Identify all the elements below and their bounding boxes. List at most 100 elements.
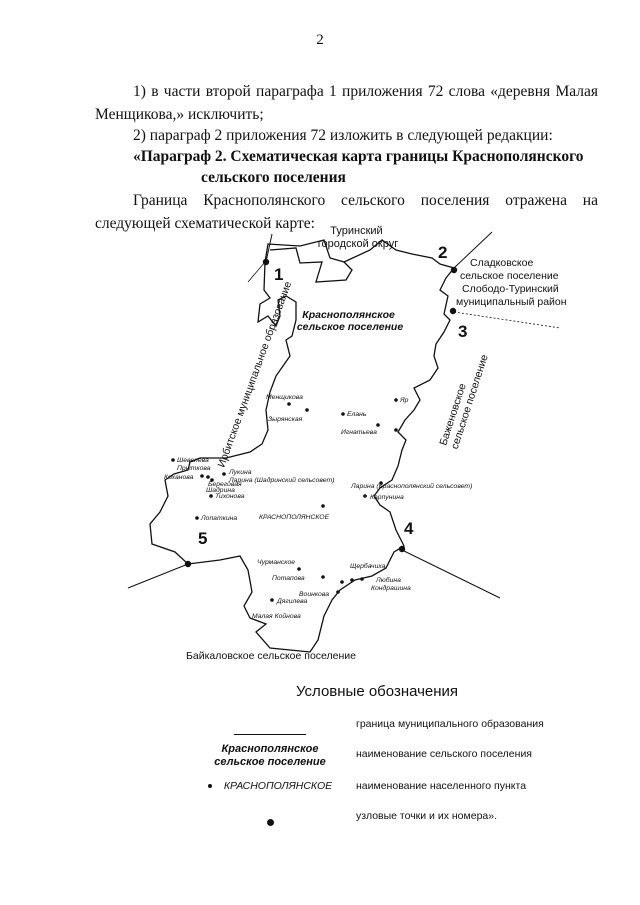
node-dot-4 [398, 545, 406, 553]
node-number-1: 1 [274, 265, 283, 284]
locality-dot [287, 402, 291, 406]
locality-lyubina: Любина [375, 576, 401, 584]
neighbor-turinsky-line2: городской округ [318, 238, 399, 250]
legend-title: Условные обозначения [296, 683, 459, 700]
legend-boundary-desc: граница муниципального образования [356, 718, 544, 730]
locality-dot [200, 474, 204, 478]
node-number-3: 3 [458, 322, 467, 341]
locality-dot [206, 475, 210, 479]
locality-zyryanskaya: Зырянская [268, 416, 303, 423]
neighbor-bazhenovskoe: Баженовское сельское поселение [437, 349, 490, 450]
locality-lukina: Лукина [228, 469, 252, 476]
settlement-name-line1: Краснополянское [302, 309, 395, 321]
node-number-4: 4 [404, 519, 414, 538]
legend-settlement-symbol-line2: сельское поселение [214, 756, 326, 768]
neighbor-turinsky: Туринский городской округ [318, 225, 399, 250]
locality-dot [340, 580, 344, 584]
legend-row-boundary: граница муниципального образования [0, 716, 640, 750]
legend-settlement-desc: наименование сельского поселения [356, 748, 532, 760]
locality-dot [360, 577, 364, 581]
locality-krasnopolyanskoe: КРАСНОПОЛЯНСКОЕ [259, 514, 330, 521]
node-dot-icon [266, 819, 274, 826]
locality-dot [305, 408, 309, 412]
legend-settlement-symbol-line1: Краснополянское [221, 743, 319, 755]
node-dot-1 [262, 258, 270, 266]
locality-elan: Елань [347, 411, 367, 418]
locality-prytkova: Прыткова [177, 465, 211, 472]
neighbor-sladkovskoe-line4: муниципальный район [456, 296, 567, 308]
locality-shcherbachikha: Щербачиха [350, 562, 386, 570]
locality-dot [270, 598, 274, 602]
locality-menshchikova: Менщикова [266, 394, 303, 401]
legend-node-symbol [195, 813, 345, 831]
node-points [184, 258, 458, 568]
locality-dot [350, 578, 354, 582]
neighbor-labels: Туринский городской округ Сладковское се… [186, 225, 567, 662]
locality-malaya-koinova: Малая Койнова [252, 612, 301, 620]
legend-locality-symbol: КРАСНОПОЛЯНСКОЕ [195, 780, 345, 792]
legend-locality-desc: наименование населенного пункта [356, 780, 527, 792]
page-number: 2 [316, 32, 324, 48]
locality-dot [341, 412, 345, 416]
locality-dot [209, 494, 213, 498]
locality-larina-krasnopolyansky: Ларина (Краснополянский сельсовет) [350, 482, 472, 490]
settlement-name: Краснополянское сельское поселение [297, 309, 404, 333]
settlement-name-line2: сельское поселение [297, 321, 404, 333]
paragraph-3: Граница Краснополянского сельского посел… [95, 192, 598, 232]
boundary-line-southeast [401, 549, 501, 599]
legend-settlement-symbol: Краснополянское сельское поселение [195, 743, 345, 769]
locality-dot [394, 398, 398, 402]
neighbor-sladkovskoe-line1: Сладковское [470, 257, 533, 269]
locality-dot [321, 504, 325, 508]
locality-dot [297, 567, 301, 571]
locality-dot [171, 458, 175, 462]
locality-kondrashina: Кондрашина [371, 584, 411, 592]
neighbor-baykalovskoe: Байкаловское сельское поселение [186, 650, 356, 662]
locality-dot [321, 575, 325, 579]
legend-node-desc: узловые точки и их номера». [356, 810, 498, 822]
node-dot-5 [184, 560, 192, 568]
legend-row-nodes: узловые точки и их номера». [0, 808, 640, 842]
node-dot-2 [450, 266, 458, 274]
boundary-line-north [265, 233, 273, 263]
locality-dot [336, 590, 340, 594]
locality-lopatkina: Лопаткина [200, 515, 237, 522]
legend-boundary-line-symbol [195, 722, 345, 740]
boundary-line-east [453, 311, 561, 329]
section-heading: «Параграф 2. Схематическая карта границы… [95, 146, 598, 188]
locality-ignateva: Игнатьева [341, 429, 377, 436]
node-number-5: 5 [198, 529, 207, 548]
heading-line-2: сельского поселения [201, 169, 346, 186]
locality-potapova: Потапова [272, 575, 305, 582]
neighbor-sladkovskoe-line2: сельское поселение [460, 270, 559, 282]
node-number-2: 2 [438, 243, 447, 262]
locality-kokhanova: Коханова [164, 474, 194, 481]
localities: Менщикова Зырянская Елань Игнатьева Яр Ш… [164, 394, 472, 620]
boundary-line-northwest [247, 261, 266, 283]
locality-dot [363, 494, 367, 498]
locality-dot [210, 478, 214, 482]
settlement-boundary [149, 239, 456, 653]
neighbor-sladkovskoe-line3: Слободо-Туринский [462, 283, 559, 295]
locality-shadrina: Шадрина [206, 486, 235, 494]
paragraph-1: 1) в части второй параграфа 1 приложения… [95, 83, 598, 123]
node-numbers: 1 2 3 4 5 [198, 243, 467, 548]
node-dot-3 [449, 307, 457, 315]
locality-dot [394, 428, 398, 432]
locality-churmanskoe: Чурманское [257, 559, 295, 566]
neighbor-turinsky-line1: Туринский [330, 225, 382, 237]
neighbor-sladkovskoe: Сладковское сельское поселение Слободо-Т… [456, 257, 567, 308]
boundary-line-west [127, 563, 189, 589]
locality-karpunina: Карпунина [370, 494, 404, 501]
locality-beregovaya: Береговая [208, 481, 242, 488]
locality-voinkova: Воинкова [299, 591, 329, 598]
locality-dot [222, 472, 226, 476]
legend-row-settlement: Краснополянское сельское поселение наиме… [0, 743, 640, 777]
paragraph-2: 2) параграф 2 приложения 72 изложить в с… [133, 127, 553, 144]
locality-sheveleva: Шевелева [177, 457, 209, 464]
locality-dot-icon [207, 784, 212, 789]
locality-dot [195, 516, 199, 520]
heading-line-1: «Параграф 2. Схематическая карта границы… [133, 148, 584, 165]
locality-yar: Яр [399, 397, 409, 404]
